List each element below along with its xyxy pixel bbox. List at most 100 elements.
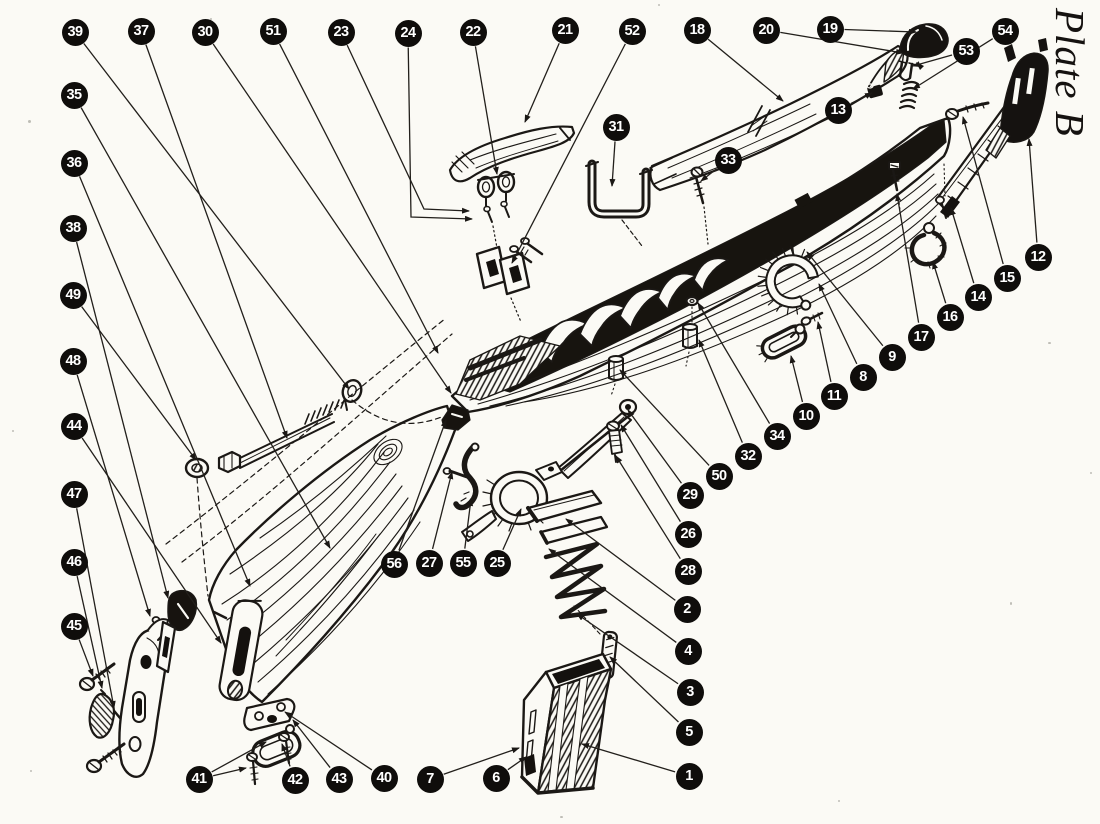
callout-11: 11 [820, 382, 848, 410]
callout-14: 14 [964, 283, 992, 311]
callout-24: 24 [394, 19, 422, 47]
leader-line-11 [816, 321, 832, 382]
leader-line-20 [780, 31, 904, 55]
leader-line-44 [81, 437, 222, 644]
leader-line-33 [700, 168, 717, 182]
callout-45: 45 [60, 612, 88, 640]
spacer-cylinder-drawing [682, 323, 698, 367]
leader-line-28 [615, 455, 681, 560]
fore-end-drawing [450, 116, 952, 414]
leader-line-22 [474, 46, 499, 175]
leader-line-17 [895, 193, 920, 323]
paper-speck [1090, 472, 1092, 474]
rear-handguard-drawing [649, 44, 909, 192]
callout-22: 22 [459, 18, 487, 46]
leader-line-8 [818, 283, 858, 365]
butt-plate-screw-drawing [78, 662, 116, 692]
callout-20: 20 [752, 16, 780, 44]
leader-line-24 [407, 47, 473, 222]
leader-line-27 [431, 471, 454, 550]
callout-38: 38 [59, 214, 87, 242]
callout-7: 7 [416, 765, 444, 793]
butt-plate-screw2-drawing [85, 742, 126, 774]
paper-speck [210, 18, 212, 20]
stock-bolt-drawing [165, 317, 453, 597]
callout-17: 17 [907, 323, 935, 351]
callout-36: 36 [60, 149, 88, 177]
leader-line-29 [627, 409, 682, 484]
leader-lines-layer [75, 28, 1038, 777]
leader-line-2 [565, 518, 676, 601]
callout-48: 48 [59, 347, 87, 375]
leader-line-26 [620, 424, 681, 522]
paper-speck [1010, 602, 1012, 605]
callout-2: 2 [673, 595, 701, 623]
sling-band-drawing [585, 159, 653, 247]
leader-line-55 [464, 498, 474, 549]
leader-line-6 [507, 756, 527, 771]
callout-31: 31 [602, 113, 630, 141]
leader-line-38 [75, 241, 170, 599]
callout-50: 50 [705, 462, 733, 490]
callout-27: 27 [415, 549, 443, 577]
callout-15: 15 [993, 264, 1021, 292]
leader-line-51 [279, 43, 439, 354]
paper-speck [838, 800, 840, 802]
leader-line-21 [524, 43, 560, 123]
leader-line-39 [83, 43, 350, 390]
stacking-hook-drawing [904, 222, 947, 269]
callout-25: 25 [483, 549, 511, 577]
leader-line-42 [281, 743, 291, 767]
leader-line-15 [961, 116, 1004, 265]
leader-line-14 [950, 207, 975, 284]
paper-speck [28, 120, 31, 123]
leader-line-23 [346, 44, 470, 214]
callout-19: 19 [816, 15, 844, 43]
callout-51: 51 [259, 17, 287, 45]
leader-line-4 [548, 548, 677, 643]
paper-speck [560, 816, 563, 818]
leader-line-35 [80, 107, 331, 549]
callout-41: 41 [185, 765, 213, 793]
sear-drawing [441, 404, 471, 431]
leader-line-34 [697, 302, 771, 424]
paper-speck [30, 770, 32, 772]
paper-speck [658, 4, 660, 6]
spacer-cylinder2-drawing [608, 355, 624, 397]
sight-protector-fork-drawing [898, 60, 917, 82]
butt-swivel-bracket-drawing [243, 697, 296, 732]
leader-line-45 [78, 639, 94, 677]
leader-line-36 [78, 176, 251, 587]
callout-3: 3 [676, 678, 704, 706]
leader-line-43 [292, 719, 331, 768]
washer-ring-drawing [685, 295, 699, 323]
butt-stock-drawing [151, 404, 457, 704]
magazine-case-drawing [520, 652, 613, 795]
callout-46: 46 [60, 548, 88, 576]
leader-line-52 [511, 43, 626, 264]
magazine-platform-drawing [526, 489, 609, 545]
callout-53: 53 [952, 37, 980, 65]
callout-29: 29 [676, 481, 704, 509]
callout-39: 39 [61, 18, 89, 46]
callout-40: 40 [370, 764, 398, 792]
callout-13: 13 [824, 96, 852, 124]
leader-line-9 [806, 251, 884, 347]
callout-5: 5 [675, 718, 703, 746]
callout-34: 34 [763, 422, 791, 450]
leader-line-41 [212, 766, 247, 777]
c-spring-ring-drawing [757, 245, 819, 316]
callout-44: 44 [60, 412, 88, 440]
leader-line-12 [1026, 138, 1038, 243]
leader-line-49 [81, 306, 197, 461]
leader-line-10 [789, 355, 804, 403]
rear-sight-drawing [934, 38, 1049, 219]
callout-28: 28 [674, 557, 702, 585]
leader-line-41-2 [211, 741, 267, 773]
leader-line-25 [502, 508, 522, 551]
callout-47: 47 [60, 480, 88, 508]
callout-4: 4 [674, 637, 702, 665]
callout-8: 8 [849, 363, 877, 391]
leader-line-56 [398, 419, 447, 551]
